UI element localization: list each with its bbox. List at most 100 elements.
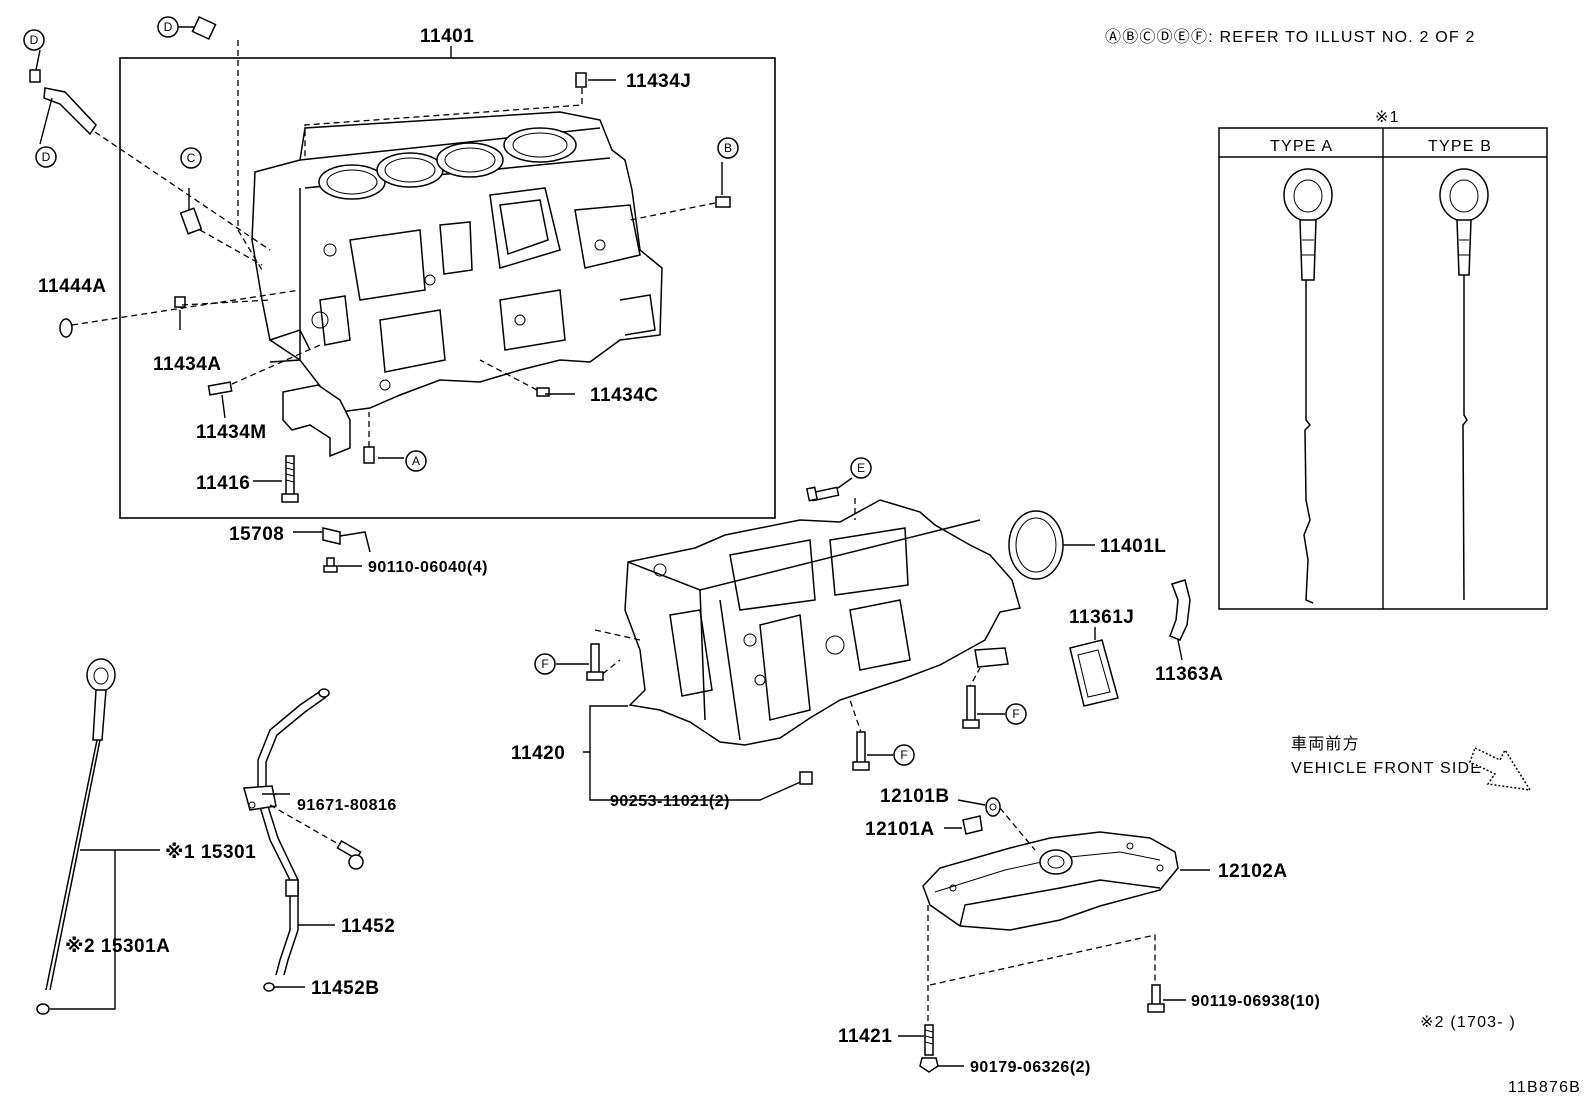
svg-text:F: F <box>541 657 548 671</box>
svg-text:F: F <box>1012 707 1019 721</box>
pin-11434m <box>207 381 233 396</box>
cylinder-block-frame <box>119 57 776 519</box>
dash-d-top <box>237 40 263 271</box>
oil-level-gauge-guide-11452 <box>243 688 330 976</box>
gasket-11361j <box>1069 639 1119 707</box>
svg-text:E: E <box>857 461 865 475</box>
type-box <box>1218 127 1548 610</box>
svg-text:C: C <box>187 151 196 165</box>
callout-d-2: D <box>23 29 45 51</box>
part-11401-label: 11401 <box>420 26 474 47</box>
bolt-11416 <box>281 455 299 503</box>
lower-crankcase-drawing <box>624 499 1021 746</box>
bracket-15708 <box>322 527 371 573</box>
type-box-note: ※1 <box>1375 109 1400 126</box>
svg-text:A: A <box>412 454 420 468</box>
dash-11434m <box>231 344 321 385</box>
callout-f-3: F <box>893 744 915 766</box>
dash-d-left <box>94 131 271 251</box>
part-11452b-label: 11452B <box>311 978 380 999</box>
part-11401l-label: 11401L <box>1100 536 1166 557</box>
oil-pan-drawing <box>922 831 1179 931</box>
callout-d-1: D <box>157 16 179 38</box>
cylinder-block-drawing <box>251 111 663 413</box>
vehicle-front-jp: 車両前方 <box>1291 735 1360 753</box>
callout-e: E <box>850 457 872 479</box>
part-11420-label: 11420 <box>511 743 565 764</box>
o-ring-11444a <box>59 318 73 338</box>
dash-11434a <box>181 299 271 306</box>
svg-text:B: B <box>724 141 732 155</box>
part-11361j-label: 11361J <box>1069 607 1134 628</box>
leader-15301a <box>50 849 116 1010</box>
gasket-12101b <box>985 797 1001 817</box>
part-11444a-label: 11444A <box>38 276 107 297</box>
part-11434a-label: 11434A <box>153 354 222 375</box>
dash-11434c <box>479 359 538 391</box>
part-90119-label: 90119-06938(10) <box>1191 993 1320 1010</box>
dash-bolt-90119 <box>929 934 1156 990</box>
dash-drain <box>999 807 1036 851</box>
part-15301-label: ※1 15301 <box>165 842 256 863</box>
part-15708-label: 15708 <box>229 524 284 545</box>
svg-text:F: F <box>900 748 907 762</box>
part-11434m-label: 11434M <box>196 422 267 443</box>
leader-11420 <box>583 705 628 753</box>
callout-f-1: F <box>534 653 556 675</box>
part-12101a-label: 12101A <box>865 819 935 840</box>
drain-plug-12101a <box>962 815 983 835</box>
part-90179-label: 90179-06326(2) <box>970 1059 1091 1076</box>
oil-level-gauge-15301 <box>45 658 116 991</box>
dash-b <box>629 202 716 221</box>
o-ring-15301a <box>36 1003 50 1015</box>
vehicle-front-arrow-icon <box>1469 746 1532 791</box>
dash-f3 <box>849 699 863 736</box>
bearing-cap <box>282 384 351 458</box>
oil-seal-11401l <box>1008 510 1064 580</box>
footnote-2: ※2 (1703- ) <box>1420 1014 1516 1031</box>
bolt-e <box>805 486 840 502</box>
callout-f-2: F <box>1005 703 1027 725</box>
part-15301a-label: ※2 15301A <box>65 936 170 957</box>
part-11434c-label: 11434C <box>590 385 659 406</box>
dash-11434j <box>304 88 583 160</box>
dash-c <box>199 229 263 266</box>
callout-a: A <box>405 450 427 472</box>
plug-90253 <box>799 771 813 785</box>
bolt-90119 <box>1147 984 1165 1013</box>
type-a-label: TYPE A <box>1270 138 1333 155</box>
oil-level-gauge-guide-top <box>29 15 217 235</box>
part-90110-label: 90110-06040(4) <box>368 559 488 576</box>
bolt-f-1 <box>586 643 604 681</box>
pin-11434c <box>536 387 550 397</box>
o-ring-11452b <box>263 982 275 992</box>
svg-text:D: D <box>164 20 173 34</box>
svg-text:D: D <box>42 150 51 164</box>
part-12101b-label: 12101B <box>880 786 950 807</box>
bolt-f-3 <box>852 731 870 771</box>
pin-11434j <box>575 72 587 88</box>
part-91671-label: 91671-80816 <box>297 797 397 814</box>
leader-90253 <box>589 752 806 801</box>
pin-11434b <box>715 196 731 208</box>
part-11363a-drawing <box>1169 579 1191 641</box>
part-11452-label: 11452 <box>341 916 395 937</box>
dash-f1 <box>594 629 641 641</box>
part-11363a-label: 11363A <box>1155 664 1224 685</box>
svg-text:D: D <box>30 33 39 47</box>
dash-91671 <box>269 804 341 846</box>
figure-id: 11B876B <box>1508 1079 1581 1096</box>
callout-d-3: D <box>35 146 57 168</box>
part-11434j-label: 11434J <box>626 71 691 92</box>
part-11421-label: 11421 <box>838 1026 892 1047</box>
type-b-label: TYPE B <box>1428 138 1492 155</box>
stud-11421 <box>919 1024 939 1073</box>
part-12102a-label: 12102A <box>1218 861 1288 882</box>
part-11416-label: 11416 <box>196 473 250 494</box>
bolt-91671 <box>336 840 364 870</box>
pin-a <box>363 446 375 464</box>
part-90253-label: 90253-11021(2) <box>610 793 730 810</box>
header-note: ⒶⒷⒸⒹⒺⒻ: REFER TO ILLUST NO. 2 OF 2 <box>1105 28 1476 46</box>
